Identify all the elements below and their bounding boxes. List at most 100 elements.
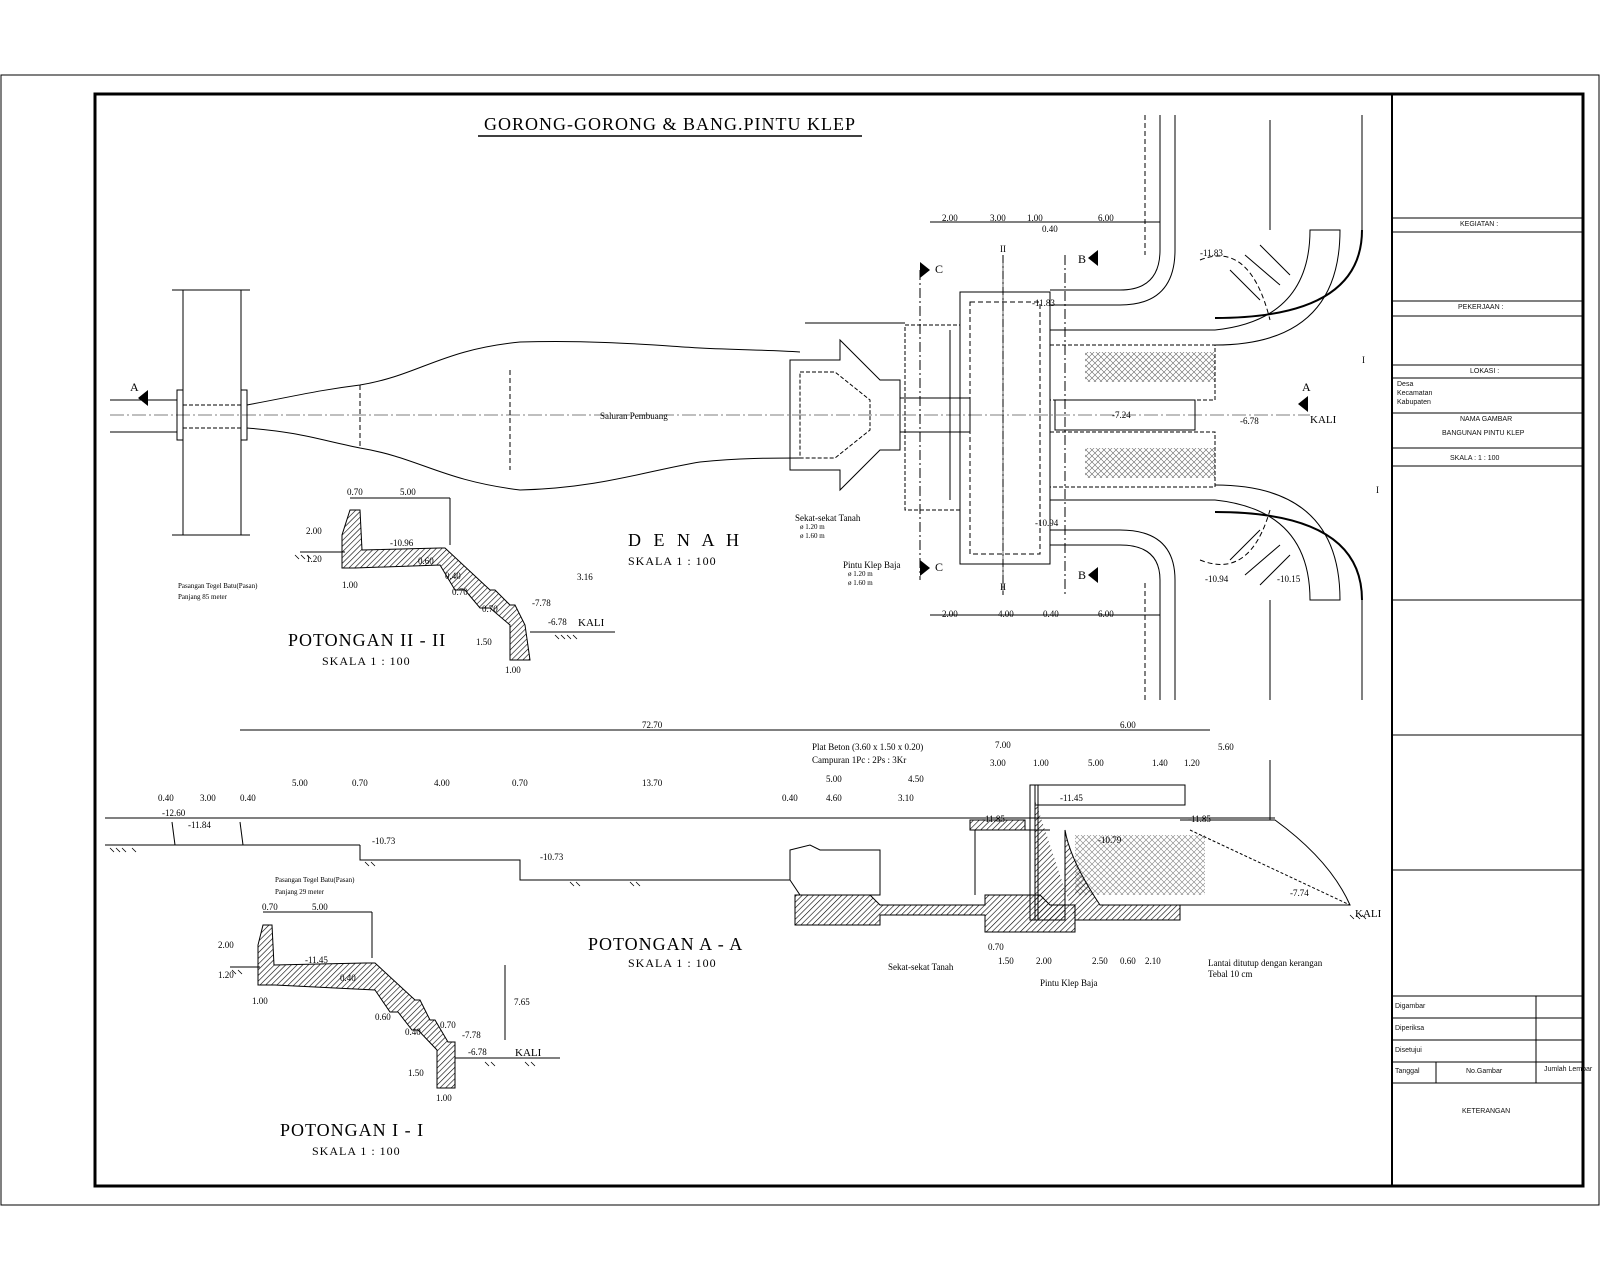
s1-dim-7: 0.60 [375,1012,391,1022]
saa-note-sekat: Sekat-sekat Tanah [888,962,954,972]
section-1-drawing [230,911,560,1089]
s2-dim-10: 1.50 [476,637,492,647]
s1-dim-9: 0.70 [440,1020,456,1030]
saa-elev-7: -10.73 [540,852,564,862]
tb-lokasi-desa: Desa [1397,381,1414,388]
kali-label-plan: KALI [1310,414,1337,426]
saa-dim-top-1: 6.00 [1120,720,1136,730]
marker-a-left: A [130,380,139,394]
saa-dim-mid-12: 3.00 [200,793,216,803]
s1-elev-1: -11.45 [305,955,328,965]
saa-bottom-dim-4: 2.50 [1092,956,1108,966]
marker-c-bottom: C [935,560,944,574]
saa-dim-mid-3: 4.00 [434,778,450,788]
tb-footer-nogambar: No.Gambar [1466,1068,1503,1075]
s1-dim-8: 0.40 [405,1027,421,1037]
saa-elev-4: -12.60 [162,808,186,818]
saa-dim-mid-2: 0.70 [352,778,368,788]
s1-dim-10: 1.50 [408,1068,424,1078]
elev-plan-5: -10.94 [1205,574,1229,584]
tb-lokasi-kab: Kabupaten [1397,399,1431,406]
marker-a-right: A [1302,380,1311,394]
saa-dim-mid-9: 4.50 [908,774,924,784]
ground-ticks [109,554,1367,1067]
tb-row-disetujui: Disetujui [1395,1047,1422,1054]
s2-note-1: Pasangan Tegel Batu(Pasan) [178,582,258,590]
tb-keterangan: KETERANGAN [1462,1108,1511,1115]
saa-dim-top-5: 1.00 [1033,758,1049,768]
saa-dim-mid-13: 0.40 [782,793,798,803]
tb-footer-lembar: Jumlah Lembar [1544,1066,1593,1073]
tb-row-digambar: Digambar [1395,1003,1426,1010]
elev-plan-4: -6.78 [1240,416,1259,426]
saluran-label: Saluran Pembuang [600,411,668,421]
tb-gambar: BANGUNAN PINTU KLEP [1442,430,1525,437]
elev-plan-1: -11.83 [1032,298,1055,308]
s1-note-2: Panjang 29 meter [275,888,324,896]
saa-note-tebal: Tebal 10 cm [1208,969,1253,979]
plan-dim-top-4: 6.00 [1098,213,1114,223]
section-2-scale: SKALA 1 : 100 [322,654,411,668]
elev-plan-3: -7.24 [1112,410,1131,420]
marker-b-bottom: B [1078,568,1087,582]
plan-dim-bottom-3: 0.40 [1043,609,1059,619]
drawing-title: GORONG-GORONG & BANG.PINTU KLEP [484,114,856,134]
denah-plan [110,115,1363,700]
marker-ii-bottom: II [1000,582,1006,592]
s2-note-2: Panjang 85 meter [178,593,227,601]
saa-dim-top-4: 3.00 [990,758,1006,768]
sekat-size-2: ø 1.60 m [800,532,825,540]
sekat-size-1: ø 1.20 m [800,523,825,531]
saa-bottom-dim-6: 2.10 [1145,956,1161,966]
denah-scale: SKALA 1 : 100 [628,554,717,568]
s1-dim-12: 7.65 [514,997,530,1007]
saa-elev-3: -10.79 [1098,835,1122,845]
elev-plan-7: -11.83 [1200,248,1223,258]
s2-dim-1: 0.70 [347,487,363,497]
saa-bottom-dim-3: 2.00 [1036,956,1052,966]
plan-dim-bottom-2: 4.00 [998,609,1014,619]
tb-nama-gambar: NAMA GAMBAR [1460,416,1513,423]
saa-kali: KALI [1355,908,1382,920]
section-1-title: POTONGAN I - I [280,1120,425,1140]
s1-note-1: Pasangan Tegel Batu(Pasan) [275,876,355,884]
s2-elev-1: -10.96 [390,538,414,548]
saa-total: 72.70 [642,720,663,730]
s2-dim-7: 0.40 [445,571,461,581]
tb-kegiatan: KEGIATAN : [1460,221,1499,228]
s1-dim-1: 0.70 [262,902,278,912]
s2-dim-3: 2.00 [306,526,322,536]
plan-dim-bottom-1: 2.00 [942,609,958,619]
s2-elev-3: -6.78 [548,617,567,627]
saa-elev-1: -11.85 [982,814,1005,824]
saa-elev-9: -11.45 [1060,793,1083,803]
section-markers [138,250,1308,583]
s1-dim-4: 1.20 [218,970,234,980]
tb-pekerjaan: PEKERJAAN : [1458,304,1504,311]
s1-elev-3: -6.78 [468,1047,487,1057]
s2-dim-5: 1.00 [342,580,358,590]
tb-footer-tanggal: Tanggal [1395,1068,1420,1075]
s2-dim-11: 1.00 [505,665,521,675]
tb-lokasi-kec: Kecamatan [1397,390,1433,397]
saa-elev-2: -11.85 [1188,814,1211,824]
plan-dim-bottom-4: 6.00 [1098,609,1114,619]
elev-plan-6: -10.15 [1277,574,1301,584]
section-aa-drawing [105,729,1351,933]
inner-frame [93,92,1585,1188]
s1-dim-3: 2.00 [218,940,234,950]
elev-plan-2: -10.94 [1035,518,1059,528]
pintu-size-2: ø 1.60 m [848,579,873,587]
saa-note-campuran: Campuran 1Pc : 2Ps : 3Kr [812,755,907,765]
tb-skala: SKALA : 1 : 100 [1450,455,1500,462]
tb-lokasi: LOKASI : [1470,368,1500,375]
s1-dim-2: 5.00 [312,902,328,912]
saa-bottom-dim-2: 1.50 [998,956,1014,966]
plan-dim-top-1: 2.00 [942,213,958,223]
marker-c-top: C [935,262,944,276]
marker-i-bottom: I [1376,485,1379,495]
tb-row-diperiksa: Diperiksa [1395,1025,1425,1032]
s1-elev-2: -7.78 [462,1030,481,1040]
s2-dim-9: 0.70 [482,604,498,614]
